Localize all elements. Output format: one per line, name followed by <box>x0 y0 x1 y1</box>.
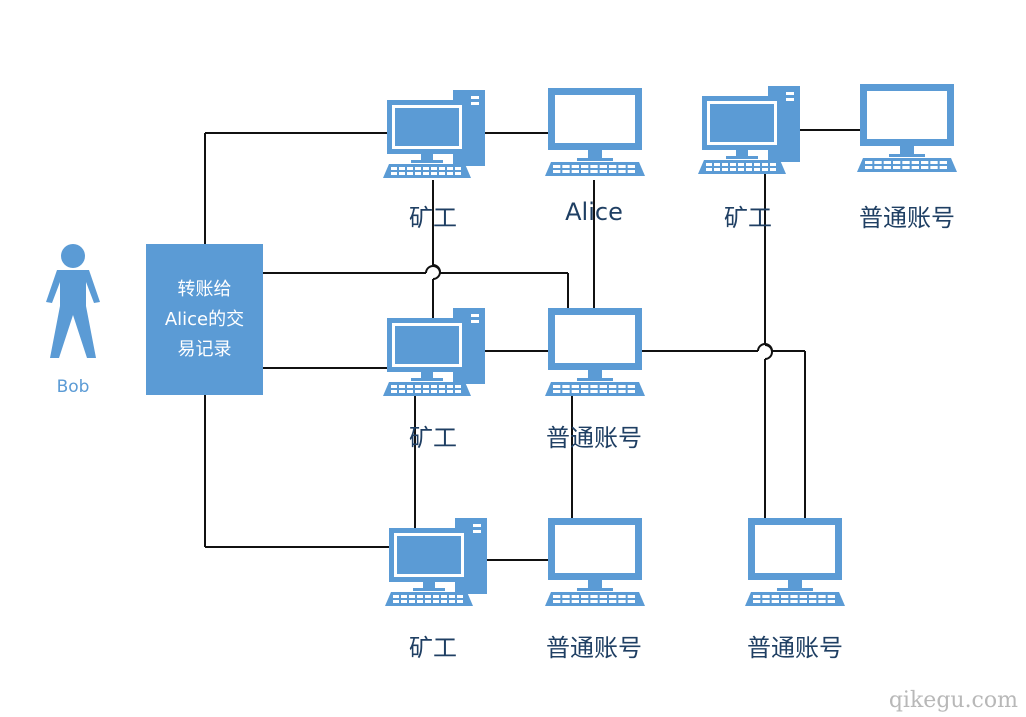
account-computer-icon-account-mid <box>545 308 645 396</box>
account-computer-icon-account-bottom-right <box>745 518 845 606</box>
label-miner-mid: 矿工 <box>409 424 457 452</box>
miner-computer-icon-miner-top <box>383 90 485 178</box>
label-account-top-right: 普通账号 <box>859 204 955 232</box>
label-account-bottom: 普通账号 <box>546 634 642 662</box>
label-miner-top: 矿工 <box>409 204 457 232</box>
transaction-record-box: 转账给 Alice的交 易记录 <box>146 244 263 395</box>
label-alice: Alice <box>565 198 623 226</box>
transaction-line-3: 易记录 <box>177 338 232 360</box>
watermark: qikegu.com <box>888 688 1018 713</box>
miner-computer-icon-miner-mid <box>383 308 485 396</box>
label-miner-top-right: 矿工 <box>724 204 772 232</box>
label-account-mid: 普通账号 <box>546 424 642 452</box>
wire-hop-4 <box>757 343 773 352</box>
transaction-record-text: 转账给 Alice的交 易记录 <box>146 275 263 365</box>
miner-computer-icon-miner-top-right <box>698 86 800 174</box>
transaction-line-2: Alice的交 <box>164 308 245 330</box>
account-computer-icon-alice <box>545 88 645 176</box>
miner-computer-icon-miner-bottom <box>385 518 487 606</box>
transaction-line-1: 转账给 <box>177 278 232 300</box>
person-label: Bob <box>56 377 90 397</box>
label-account-bottom-right: 普通账号 <box>747 634 843 662</box>
label-miner-bottom: 矿工 <box>409 634 457 662</box>
account-computer-icon-account-bottom <box>545 518 645 606</box>
account-computer-icon-account-top-right <box>857 84 957 172</box>
wire-hop-3 <box>425 265 441 274</box>
person-icon <box>46 244 100 358</box>
